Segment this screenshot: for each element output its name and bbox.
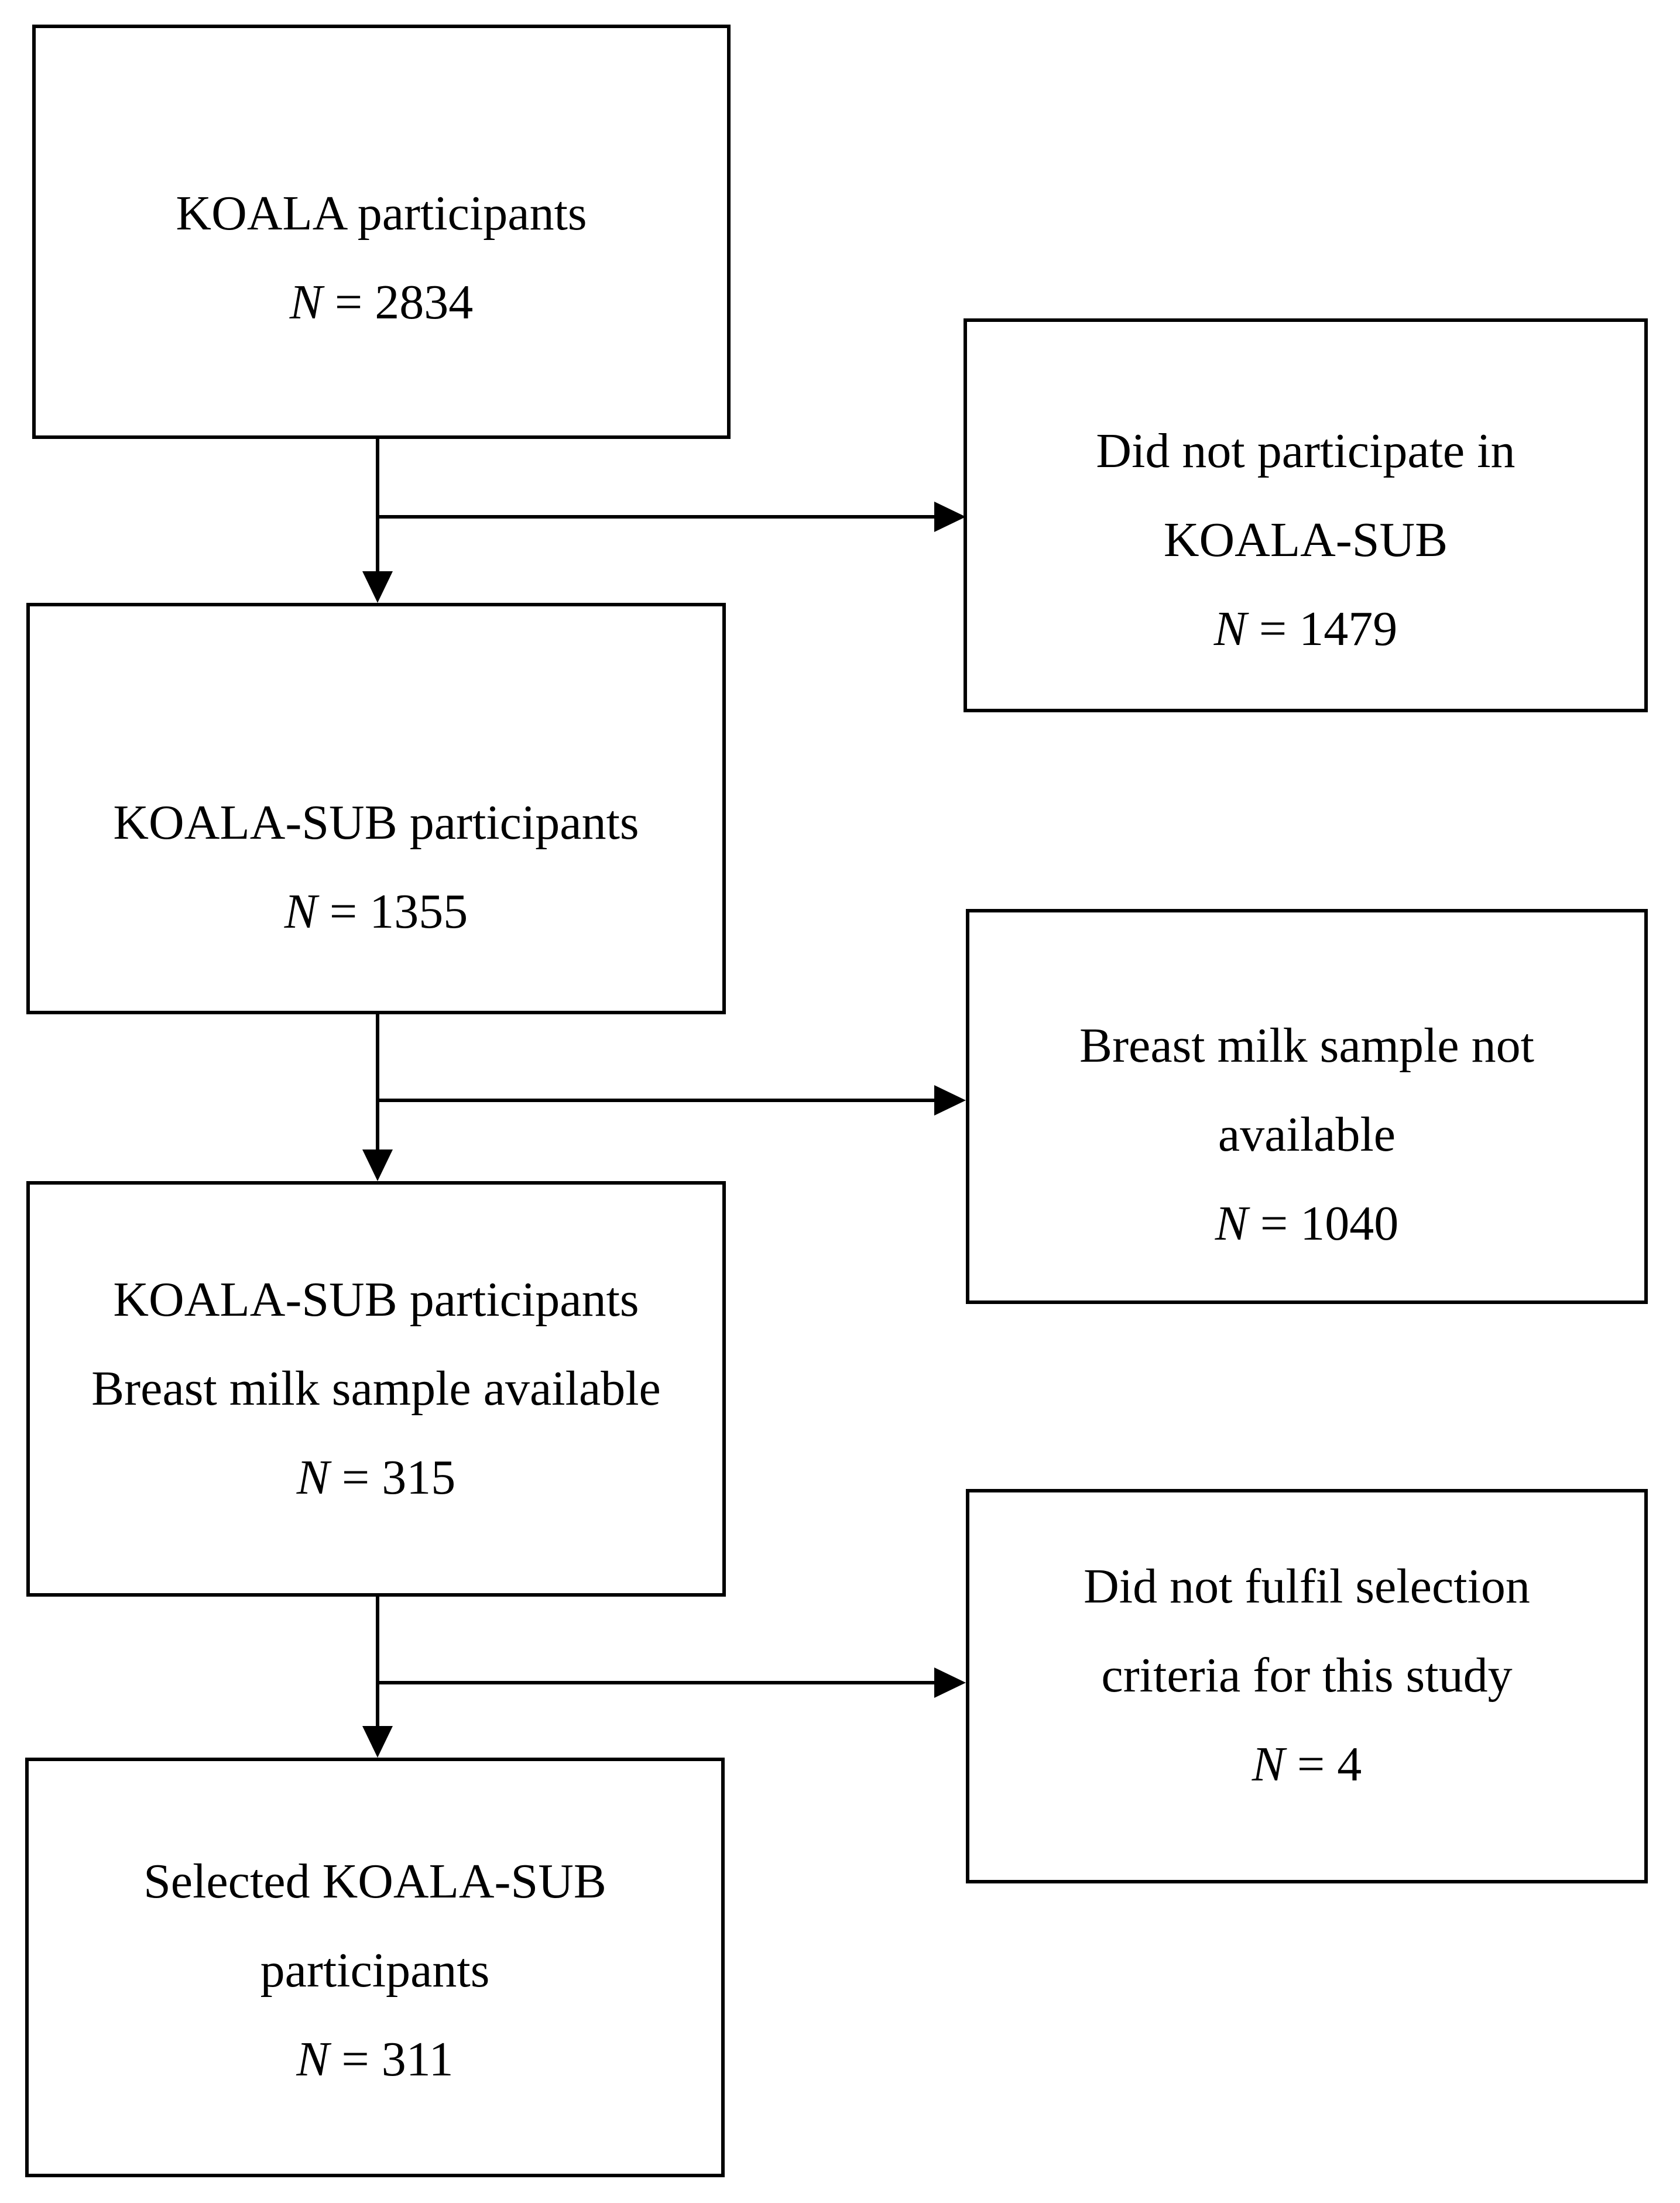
- box-line: KOALA participants: [176, 186, 587, 241]
- branch-shaft-to-did-not-participate: [378, 515, 937, 519]
- n-count-line: N = 4: [969, 1720, 1644, 1809]
- box-text: Did not fulfil selection criteria for th…: [969, 1542, 1644, 1809]
- box-koala-sub-participants: KOALA-SUB participants N = 1355: [26, 603, 726, 1014]
- n-value: = 315: [329, 1450, 456, 1505]
- box-line: Breast milk sample not: [1079, 1018, 1534, 1073]
- n-count-line: N = 2834: [36, 258, 727, 347]
- box-line: criteria for this study: [1101, 1648, 1513, 1703]
- arrow-shaft-koala-to-koalasub: [376, 439, 379, 577]
- n-value: = 2834: [322, 275, 474, 330]
- n-count-line: N = 1355: [30, 867, 722, 956]
- box-line: KOALA-SUB: [1163, 512, 1448, 567]
- box-breast-milk-available: KOALA-SUB participants Breast milk sampl…: [26, 1181, 726, 1597]
- box-text: KOALA-SUB participants Breast milk sampl…: [30, 1255, 722, 1522]
- box-line: KOALA-SUB participants: [113, 1272, 639, 1327]
- box-selected-participants: Selected KOALA-SUB participants N = 311: [25, 1758, 725, 2177]
- n-value: = 311: [329, 2032, 454, 2087]
- box-line: Did not fulfil selection: [1084, 1559, 1530, 1614]
- arrowhead-right: [934, 1085, 966, 1116]
- arrowhead-right: [934, 1667, 966, 1698]
- box-line: available: [1218, 1107, 1396, 1162]
- n-count-line: N = 1040: [969, 1179, 1644, 1268]
- arrow-shaft-milk-to-selected: [376, 1597, 379, 1731]
- box-text: Breast milk sample not available N = 104…: [969, 1001, 1644, 1268]
- arrowhead-down: [362, 571, 393, 603]
- n-symbol: N: [284, 884, 317, 939]
- n-symbol: N: [1252, 1737, 1285, 1792]
- box-did-not-participate: Did not participate in KOALA-SUB N = 147…: [964, 318, 1648, 712]
- box-line: Breast milk sample available: [91, 1361, 661, 1416]
- n-count-line: N = 311: [29, 2015, 721, 2104]
- n-value: = 1479: [1246, 601, 1398, 656]
- box-line: Did not participate in: [1096, 423, 1516, 478]
- box-line: participants: [260, 1943, 490, 1998]
- n-symbol: N: [296, 2032, 330, 2087]
- box-text: KOALA participants N = 2834: [36, 169, 727, 347]
- branch-shaft-to-no-sample: [378, 1099, 937, 1102]
- n-symbol: N: [1215, 1196, 1248, 1251]
- arrow-shaft-koalasub-to-milk: [376, 1014, 379, 1155]
- box-koala-participants: KOALA participants N = 2834: [32, 25, 731, 439]
- n-count-line: N = 1479: [967, 585, 1644, 674]
- box-text: Selected KOALA-SUB participants N = 311: [29, 1837, 721, 2104]
- arrowhead-down: [362, 1149, 393, 1181]
- arrowhead-down: [362, 1726, 393, 1758]
- n-count-line: N = 315: [30, 1433, 722, 1522]
- box-line: KOALA-SUB participants: [113, 795, 639, 850]
- box-did-not-fulfil-criteria: Did not fulfil selection criteria for th…: [966, 1489, 1648, 1883]
- box-no-breast-milk-sample: Breast milk sample not available N = 104…: [966, 909, 1648, 1304]
- n-symbol: N: [296, 1450, 330, 1505]
- box-text: Did not participate in KOALA-SUB N = 147…: [967, 407, 1644, 674]
- arrowhead-right: [934, 502, 966, 532]
- n-symbol: N: [289, 275, 323, 330]
- n-value: = 4: [1284, 1737, 1362, 1792]
- n-value: = 1355: [317, 884, 468, 939]
- n-value: = 1040: [1247, 1196, 1399, 1251]
- n-symbol: N: [1213, 601, 1247, 656]
- box-line: Selected KOALA-SUB: [143, 1854, 606, 1909]
- box-text: KOALA-SUB participants N = 1355: [30, 778, 722, 956]
- branch-shaft-to-not-fulfil: [378, 1681, 937, 1684]
